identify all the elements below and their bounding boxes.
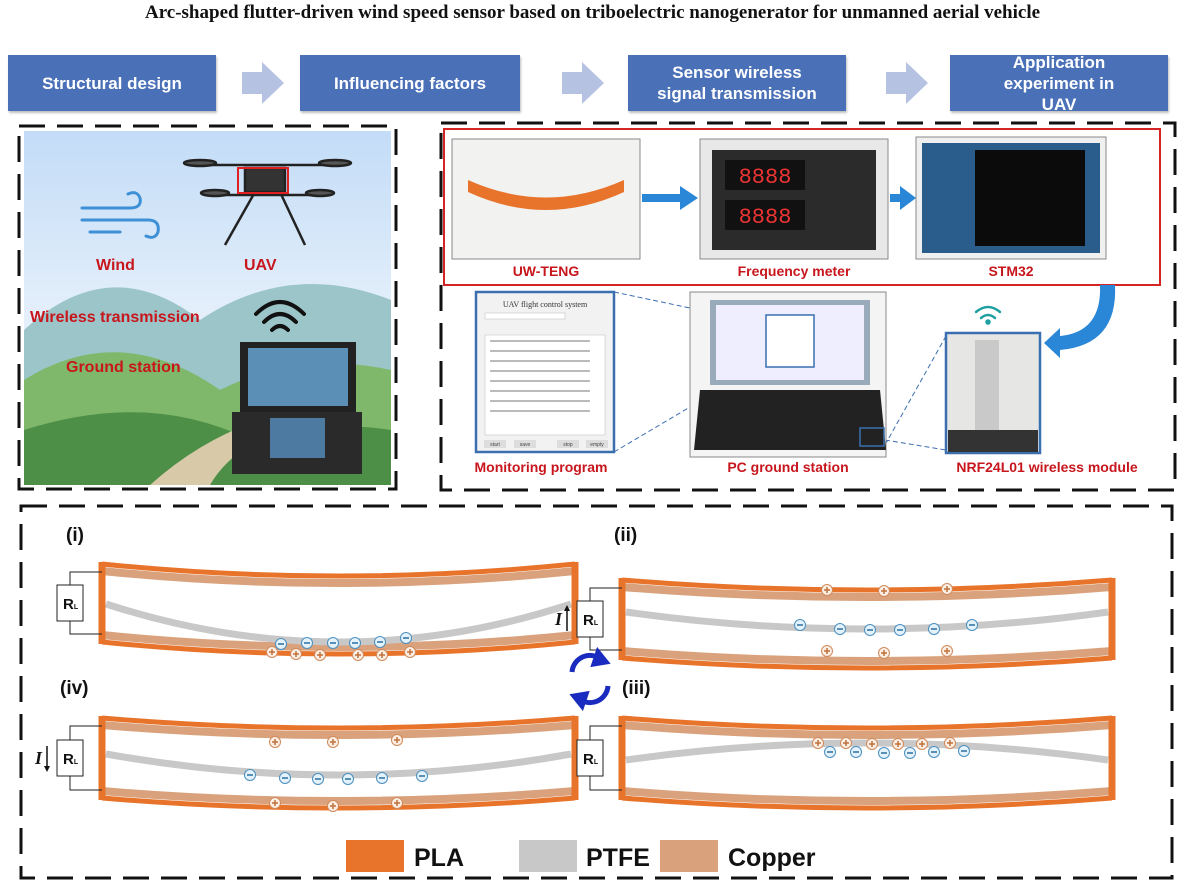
mechanism-frame: [19, 504, 1174, 880]
uav-label: UAV: [244, 257, 277, 274]
stage-label-iii: (iii): [622, 678, 651, 699]
nrf24l01-photo: [944, 331, 1042, 455]
drone-icon: [182, 158, 353, 246]
wind-icon: [80, 191, 160, 239]
uav-scene-illustration: Wind UAV Wireless transmission Ground st…: [24, 131, 391, 485]
legend-swatch-copper: [660, 840, 718, 872]
photo-frame: [439, 121, 1177, 492]
wifi-icon: [974, 305, 1002, 325]
step-uav-application: Application experiment in UAV: [950, 53, 1168, 114]
empty-button: empty: [590, 442, 604, 448]
pc-ground-station-label: PC ground station: [727, 459, 848, 475]
ground-station-label: Ground station: [66, 359, 181, 376]
teng-stage-ii: RLI: [554, 577, 1116, 671]
monitor-app-title: UAV flight control system: [503, 300, 588, 309]
flow-arrow-icon: [642, 186, 1116, 358]
uw-teng-photo: [451, 138, 641, 260]
stm32-photo: [915, 136, 1107, 260]
monitoring-program-window: UAV flight control system start save sto…: [474, 290, 616, 454]
frequency-meter-photo: 8888 8888: [699, 138, 889, 260]
step-arrow-icon: [562, 62, 604, 104]
svg-text:8888: 8888: [739, 205, 792, 230]
load-resistor: [56, 739, 84, 777]
start-button: start: [490, 442, 500, 448]
wireless-signal-icon: [254, 300, 306, 332]
frequency-meter-label: Frequency meter: [738, 263, 851, 279]
legend-label-ptfe: PTFE: [586, 844, 650, 872]
load-resistor: [56, 584, 84, 622]
teng-stage-iv: RLI: [34, 715, 579, 812]
stage-label-i: (i): [66, 525, 84, 546]
step-influencing-factors: Influencing factors: [300, 55, 520, 111]
scene-frame: [17, 124, 398, 491]
legend: PLA PTFE Copper: [346, 840, 816, 872]
step-structural-design: Structural design: [8, 55, 216, 111]
teng-stage-iii: RL: [576, 715, 1116, 811]
stage-label-ii: (ii): [614, 525, 637, 546]
current-label: I: [34, 748, 43, 768]
cycle-arrows-icon: [569, 646, 611, 712]
legend-swatch-ptfe: [519, 840, 577, 872]
svg-text:8888: 8888: [739, 165, 792, 190]
nrf24l01-label: NRF24L01 wireless module: [956, 459, 1138, 475]
stm32-label: STM32: [988, 263, 1033, 279]
step-arrow-icon: [242, 62, 284, 104]
wireless-label: Wireless transmission: [30, 309, 200, 326]
uw-teng-label: UW-TENG: [513, 263, 580, 279]
teng-stage-i: RL: [56, 561, 579, 661]
legend-label-pla: PLA: [414, 844, 464, 872]
load-resistor: [576, 600, 604, 638]
current-label: I: [554, 609, 563, 629]
save-button: save: [520, 442, 531, 448]
step-wireless-transmission: Sensor wireless signal transmission: [628, 55, 846, 111]
figure-title: Arc-shaped flutter-driven wind speed sen…: [144, 2, 1041, 23]
step-arrow-icon: [886, 62, 928, 104]
load-resistor: [576, 739, 604, 777]
stop-button: stop: [563, 442, 573, 448]
sensor-chain-box: [443, 128, 1161, 286]
pc-ground-station-photo: [689, 291, 887, 458]
stage-label-iv: (iv): [60, 678, 89, 699]
wind-label: Wind: [96, 257, 135, 274]
legend-label-copper: Copper: [728, 844, 816, 872]
legend-swatch-pla: [346, 840, 404, 872]
monitoring-program-label: Monitoring program: [475, 459, 608, 475]
ground-station-icon: [232, 342, 362, 474]
